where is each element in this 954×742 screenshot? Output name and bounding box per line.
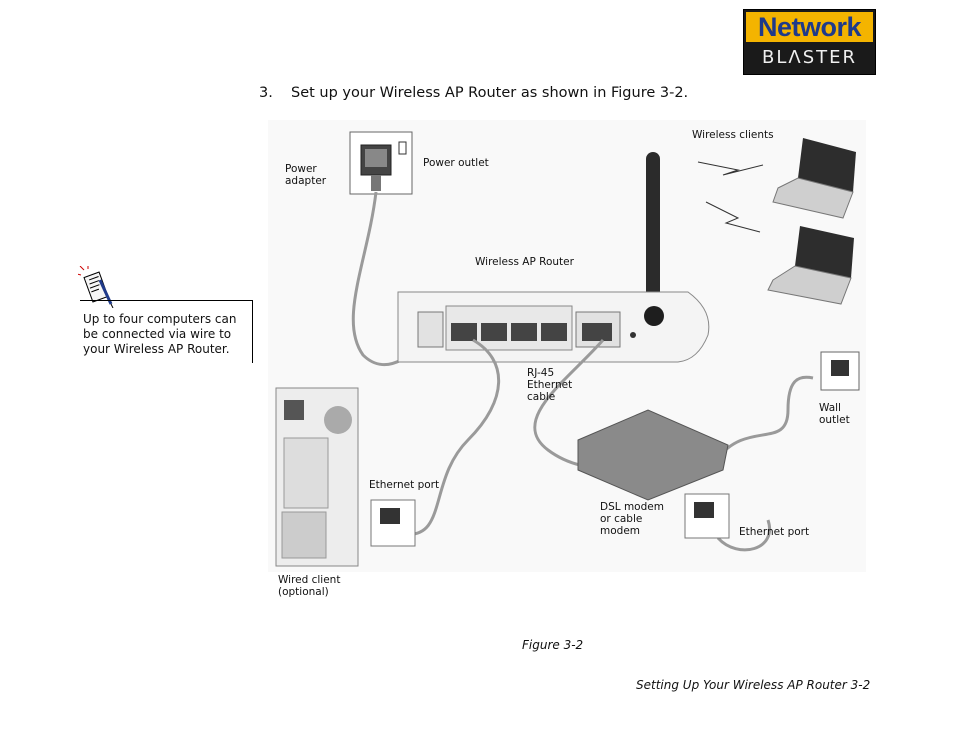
- label-ethernet-port-right: Ethernet port: [739, 526, 810, 538]
- step-instruction: 3. Set up your Wireless AP Router as show…: [259, 85, 688, 101]
- label-dsl-modem: DSL modem or cable modem: [600, 501, 664, 537]
- note-box: [80, 300, 253, 363]
- figure-caption: Figure 3-2: [522, 638, 584, 652]
- note-pad-icon: [76, 265, 118, 312]
- note-text: Up to four computers can be connected vi…: [83, 312, 237, 356]
- page-footer: Setting Up Your Wireless AP Router 3-2: [636, 678, 871, 692]
- label-rj45-cable: RJ-45 Ethernet cable: [527, 367, 573, 403]
- pc-tower-illustration: [275, 387, 359, 567]
- logo-line-blaster: BLΛSTER: [762, 47, 857, 68]
- step-number: 3.: [259, 85, 273, 101]
- network-blaster-logo: Network BLΛSTER: [743, 9, 876, 75]
- label-power-outlet: Power outlet: [423, 157, 489, 169]
- label-ethernet-port-left: Ethernet port: [369, 479, 440, 491]
- dsl-modem-illustration: [577, 409, 729, 501]
- logo-line-network: Network: [746, 12, 873, 42]
- laptop-illustration-2: [767, 226, 854, 305]
- label-wireless-clients: Wireless clients: [692, 129, 774, 141]
- setup-diagram: [268, 120, 866, 572]
- setup-figure: Power adapter Power outlet Wireless clie…: [268, 120, 866, 598]
- label-wall-outlet: Wall outlet: [819, 402, 850, 426]
- label-wireless-ap-router: Wireless AP Router: [475, 256, 574, 268]
- power-outlet-illustration: [349, 131, 413, 195]
- label-power-adapter: Power adapter: [285, 163, 327, 187]
- label-wired-client: Wired client (optional): [278, 574, 341, 598]
- step-text: Set up your Wireless AP Router as shown …: [291, 85, 689, 101]
- router-illustration: [397, 291, 710, 363]
- laptop-illustration-1: [772, 138, 856, 219]
